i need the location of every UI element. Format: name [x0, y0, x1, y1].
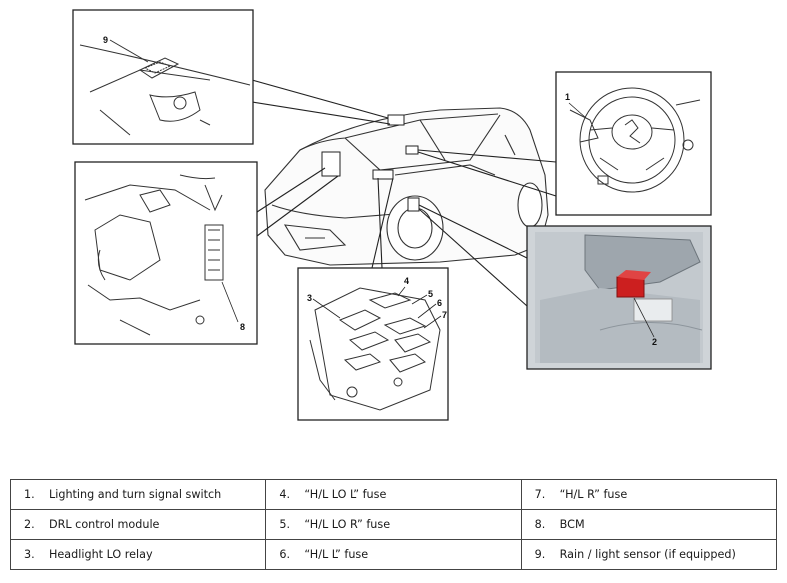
legend-cell: 7.“H/L R” fuse: [520, 479, 778, 510]
legend-cell: 4.“H/L LO L” fuse: [265, 479, 522, 510]
callout-3: 3: [307, 293, 312, 303]
component-location-diagram: 9 1: [72, 9, 712, 421]
switch-marker: [405, 145, 419, 155]
legend-cell: 5.“H/L LO R” fuse: [265, 509, 522, 540]
callout-2: 2: [652, 337, 657, 347]
legend-cell: 9.Rain / light sensor (if equipped): [520, 539, 778, 570]
car-illustration: [264, 107, 549, 266]
inset-steering-switch: 1: [555, 71, 712, 216]
legend-cell: 1.Lighting and turn signal switch: [9, 479, 267, 510]
leader-lines: [251, 79, 557, 307]
inset-bcm: 8: [74, 161, 258, 345]
drl-module-marker: [407, 197, 420, 212]
callout-1: 1: [565, 92, 570, 102]
callout-9: 9: [103, 35, 108, 45]
callout-8: 8: [240, 322, 245, 332]
legend-cell: 3.Headlight LO relay: [9, 539, 267, 570]
callout-6: 6: [437, 298, 442, 308]
bcm-marker: [321, 151, 341, 177]
legend-row: 2.DRL control module 5.“H/L LO R” fuse 8…: [9, 509, 778, 540]
inset-drl-module: 2: [526, 225, 712, 370]
inset-fuse-relay-box: 3 4 5 6 7: [297, 267, 449, 421]
legend-row: 3.Headlight LO relay 6.“H/L L” fuse 9.Ra…: [9, 539, 778, 570]
legend-cell: 2.DRL control module: [9, 509, 267, 540]
drl-module-highlight: [616, 276, 645, 298]
inset-rain-sensor: 9: [72, 9, 254, 145]
callout-5: 5: [428, 289, 433, 299]
legend-cell: 6.“H/L L” fuse: [265, 539, 522, 570]
callout-7: 7: [442, 310, 447, 320]
rain-sensor-marker: [387, 114, 405, 126]
legend-row: 1.Lighting and turn signal switch 4.“H/L…: [9, 479, 778, 510]
callout-4: 4: [404, 276, 409, 286]
legend-table: 1.Lighting and turn signal switch 4.“H/L…: [9, 479, 778, 570]
legend-cell: 8.BCM: [520, 509, 778, 540]
fuse-box-marker: [372, 169, 394, 180]
